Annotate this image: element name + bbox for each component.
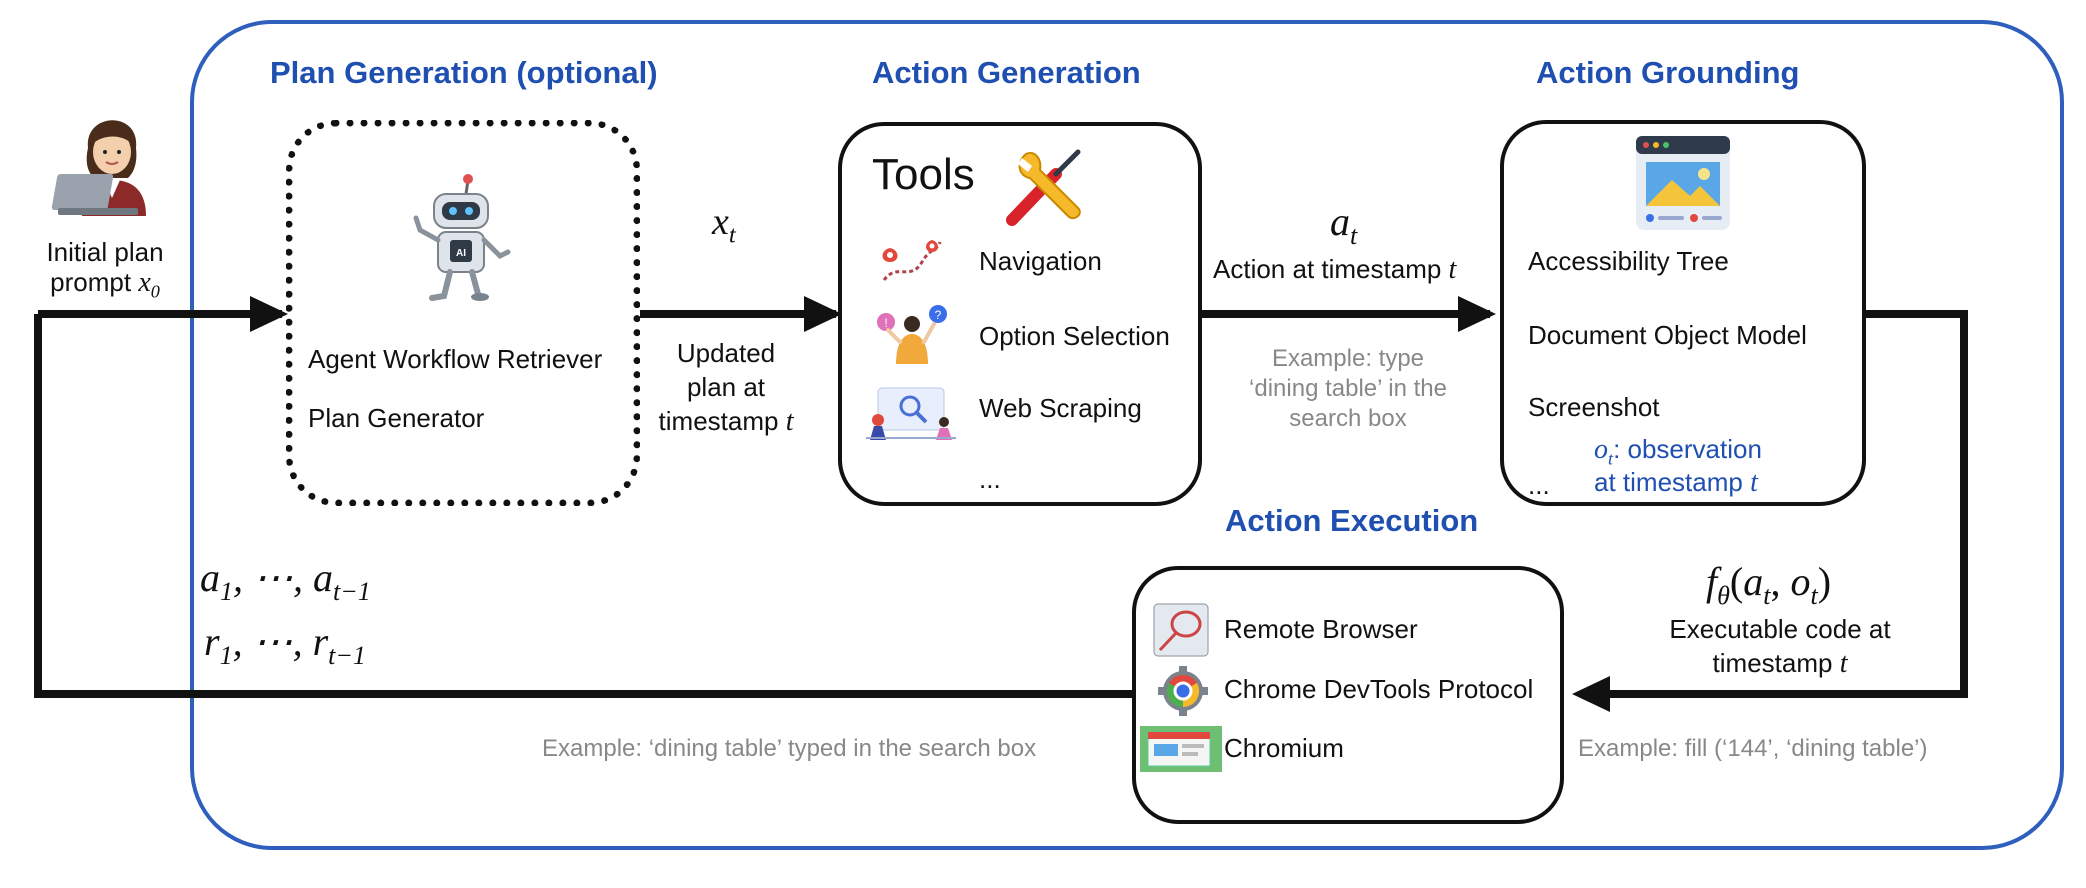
header-plan-generation: Plan Generation (optional) bbox=[270, 55, 658, 90]
browser-window-icon bbox=[1636, 136, 1730, 230]
arrow-grounding-to-execution bbox=[1600, 310, 1968, 698]
user-at-laptop-icon bbox=[51, 120, 146, 216]
history-actions: a1, ⋯, at−1 bbox=[200, 555, 371, 606]
tools-wrench-screwdriver-icon bbox=[1006, 149, 1081, 226]
observation-line2: at timestamp t bbox=[1594, 467, 1758, 498]
var-x-t: xt bbox=[712, 201, 736, 249]
execution-chrome-devtools: Chrome DevTools Protocol bbox=[1224, 674, 1534, 704]
updated-plan-line3: timestamp t bbox=[658, 406, 794, 437]
action-example-line1: Example: type bbox=[1271, 345, 1425, 372]
tool-option-selection: Option Selection bbox=[979, 321, 1170, 351]
svg-text:?: ? bbox=[935, 308, 942, 322]
user-label-line2: prompt x0 bbox=[50, 267, 160, 302]
executable-code-formula: fθ(at, ot) bbox=[1706, 559, 1832, 610]
tool-more: ... bbox=[979, 464, 1001, 494]
chrome-devtools-gear-icon bbox=[1158, 666, 1208, 716]
execution-remote-browser: Remote Browser bbox=[1224, 614, 1418, 644]
svg-text:!: ! bbox=[884, 316, 887, 330]
arrow-feedback-loop bbox=[34, 314, 1132, 698]
action-execution-box bbox=[1132, 566, 1564, 824]
updated-plan-line1: Updated bbox=[676, 338, 776, 368]
svg-text:AI: AI bbox=[456, 248, 466, 259]
outer-frame bbox=[190, 20, 2064, 850]
plan-item-plan-generator: Plan Generator bbox=[308, 403, 485, 433]
tool-navigation: Navigation bbox=[979, 246, 1102, 276]
executable-code-line1: Executable code at bbox=[1669, 614, 1891, 644]
user-label-line1: Initial plan bbox=[46, 237, 164, 267]
header-action-generation: Action Generation bbox=[872, 55, 1141, 90]
execution-chromium: Chromium bbox=[1224, 733, 1344, 763]
execution-example-fill: Example: fill (‘144’, ‘dining table’) bbox=[1578, 735, 1928, 762]
tool-web-scraping: Web Scraping bbox=[979, 393, 1142, 423]
tools-title: Tools bbox=[872, 150, 975, 199]
header-action-execution: Action Execution bbox=[1225, 503, 1479, 538]
header-action-grounding: Action Grounding bbox=[1536, 55, 1800, 90]
arrowhead-plan bbox=[250, 296, 288, 332]
history-responses: r1, ⋯, rt−1 bbox=[204, 619, 366, 670]
action-example-line2: ‘dining table’ in the bbox=[1249, 375, 1447, 402]
action-generation-box bbox=[838, 122, 1202, 506]
observation-line1: ot: observation bbox=[1594, 434, 1762, 469]
var-a-t: at bbox=[1330, 199, 1358, 250]
grounding-more: ... bbox=[1528, 470, 1550, 500]
grounding-screenshot: Screenshot bbox=[1528, 392, 1660, 422]
action-grounding-box bbox=[1500, 120, 1866, 506]
remote-browser-icon bbox=[1153, 603, 1209, 657]
arrowhead-grounding bbox=[1458, 296, 1496, 332]
executable-code-line2: timestamp t bbox=[1712, 648, 1848, 679]
navigation-icon bbox=[882, 240, 942, 281]
action-example-line3: search box bbox=[1289, 405, 1407, 432]
feedback-example: Example: ‘dining table’ typed in the sea… bbox=[542, 735, 1037, 762]
option-selection-icon: ! ? bbox=[877, 305, 947, 364]
grounding-accessibility-tree: Accessibility Tree bbox=[1528, 246, 1729, 276]
action-at-timestamp-label: Action at timestamp t bbox=[1213, 254, 1457, 285]
chromium-window-icon bbox=[1140, 726, 1222, 772]
grounding-dom: Document Object Model bbox=[1528, 320, 1807, 350]
arrowhead-execution bbox=[1572, 676, 1610, 712]
plan-generation-box bbox=[286, 120, 640, 506]
plan-item-workflow-retriever: Agent Workflow Retriever bbox=[308, 344, 603, 374]
arrowhead-action bbox=[804, 296, 842, 332]
web-scraping-icon bbox=[866, 387, 956, 440]
updated-plan-line2: plan at bbox=[686, 372, 766, 402]
robot-icon: AI bbox=[413, 174, 511, 301]
